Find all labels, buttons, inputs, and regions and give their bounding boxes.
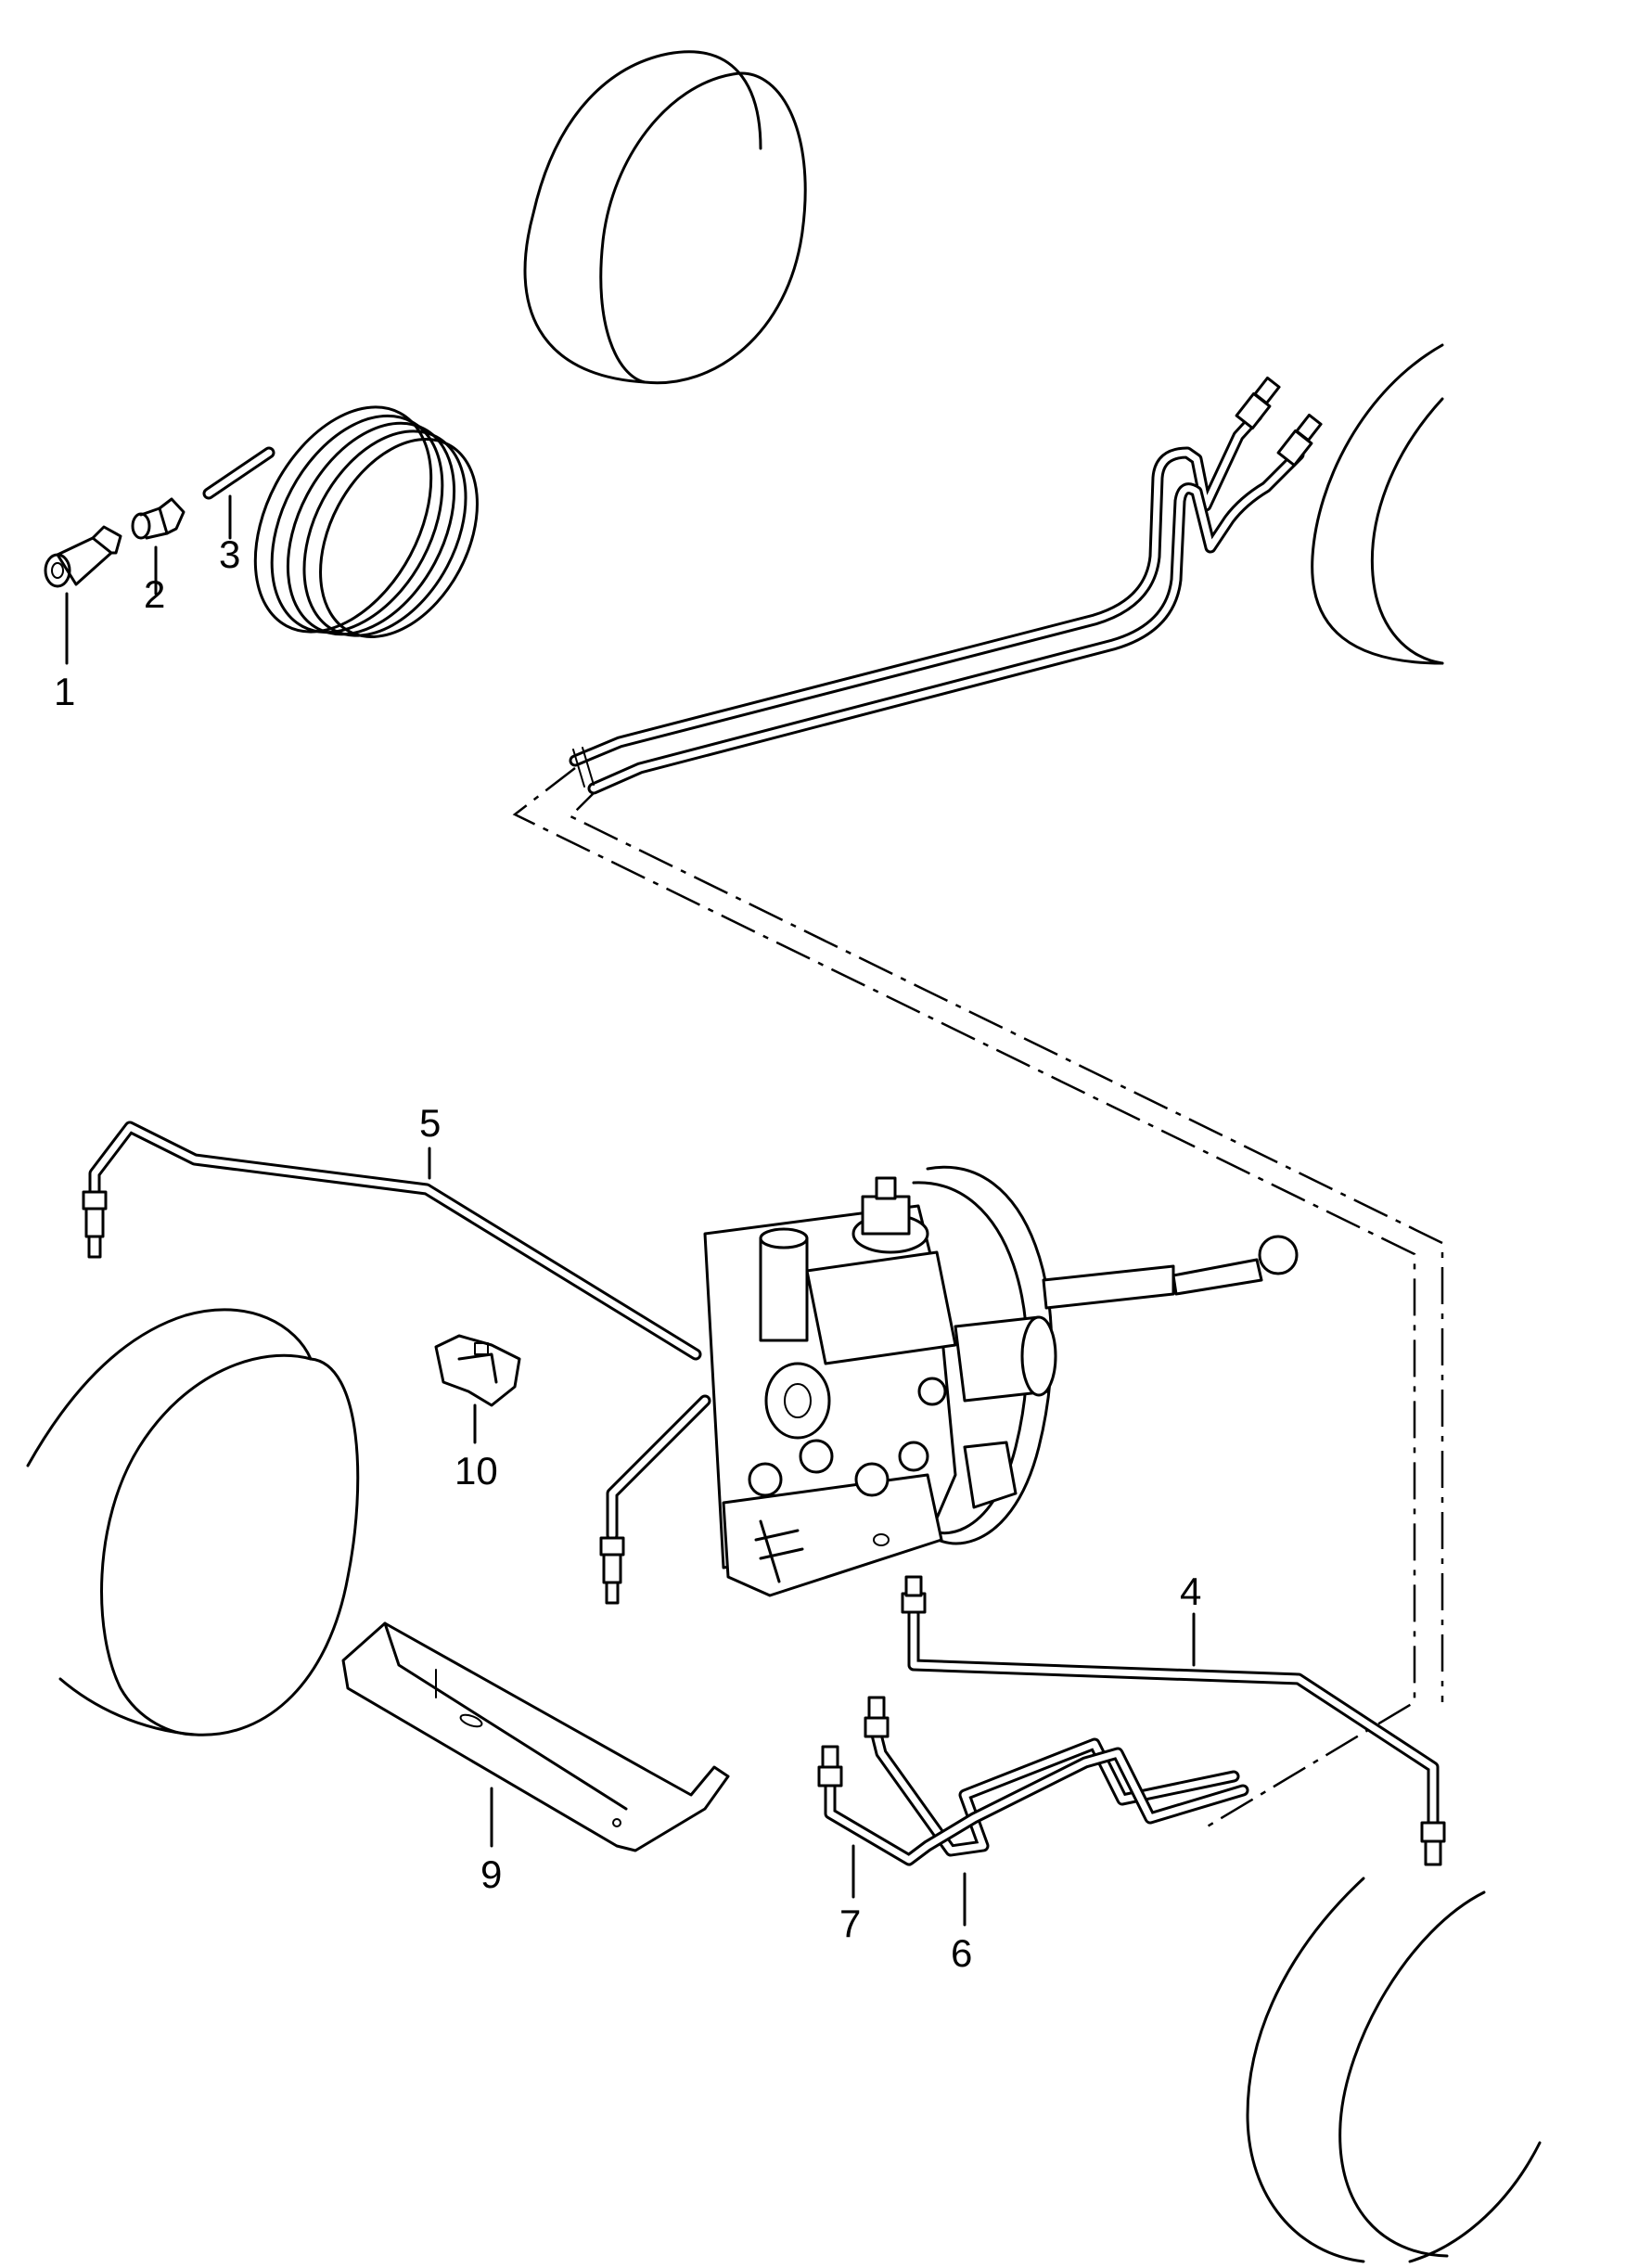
part-6-7-brake-lines — [817, 1696, 1249, 1927]
abs-line-left — [599, 1394, 711, 1605]
part-10-pipe-clip — [434, 1334, 521, 1444]
callout-9: 9 — [480, 1852, 502, 1896]
callout-5: 5 — [419, 1101, 441, 1145]
part-3-brake-pipe-coil — [202, 405, 479, 638]
rear-brake-lines — [569, 376, 1323, 795]
part-4-brake-line — [901, 1575, 1446, 1866]
part-1-union-fitting — [44, 525, 122, 665]
part-9-bracket — [341, 1621, 730, 1852]
routing-centerline — [512, 767, 1416, 1829]
callout-3: 3 — [219, 532, 240, 576]
callout-6: 6 — [951, 1931, 972, 1975]
part-5-brake-line — [82, 1121, 702, 1361]
abs-booster-assembly — [703, 1165, 1299, 1597]
wheel-front-right — [1246, 1877, 1542, 2263]
part-2-pipe-nut — [131, 497, 186, 596]
callout-1: 1 — [54, 670, 75, 713]
wheel-rear-left — [523, 50, 807, 385]
callout-10: 10 — [455, 1449, 498, 1493]
callout-4: 4 — [1180, 1570, 1201, 1613]
callout-7: 7 — [839, 1902, 861, 1945]
callout-2: 2 — [144, 572, 165, 616]
wheel-front-left — [26, 1308, 360, 1736]
wheel-rear-right — [1311, 343, 1444, 665]
